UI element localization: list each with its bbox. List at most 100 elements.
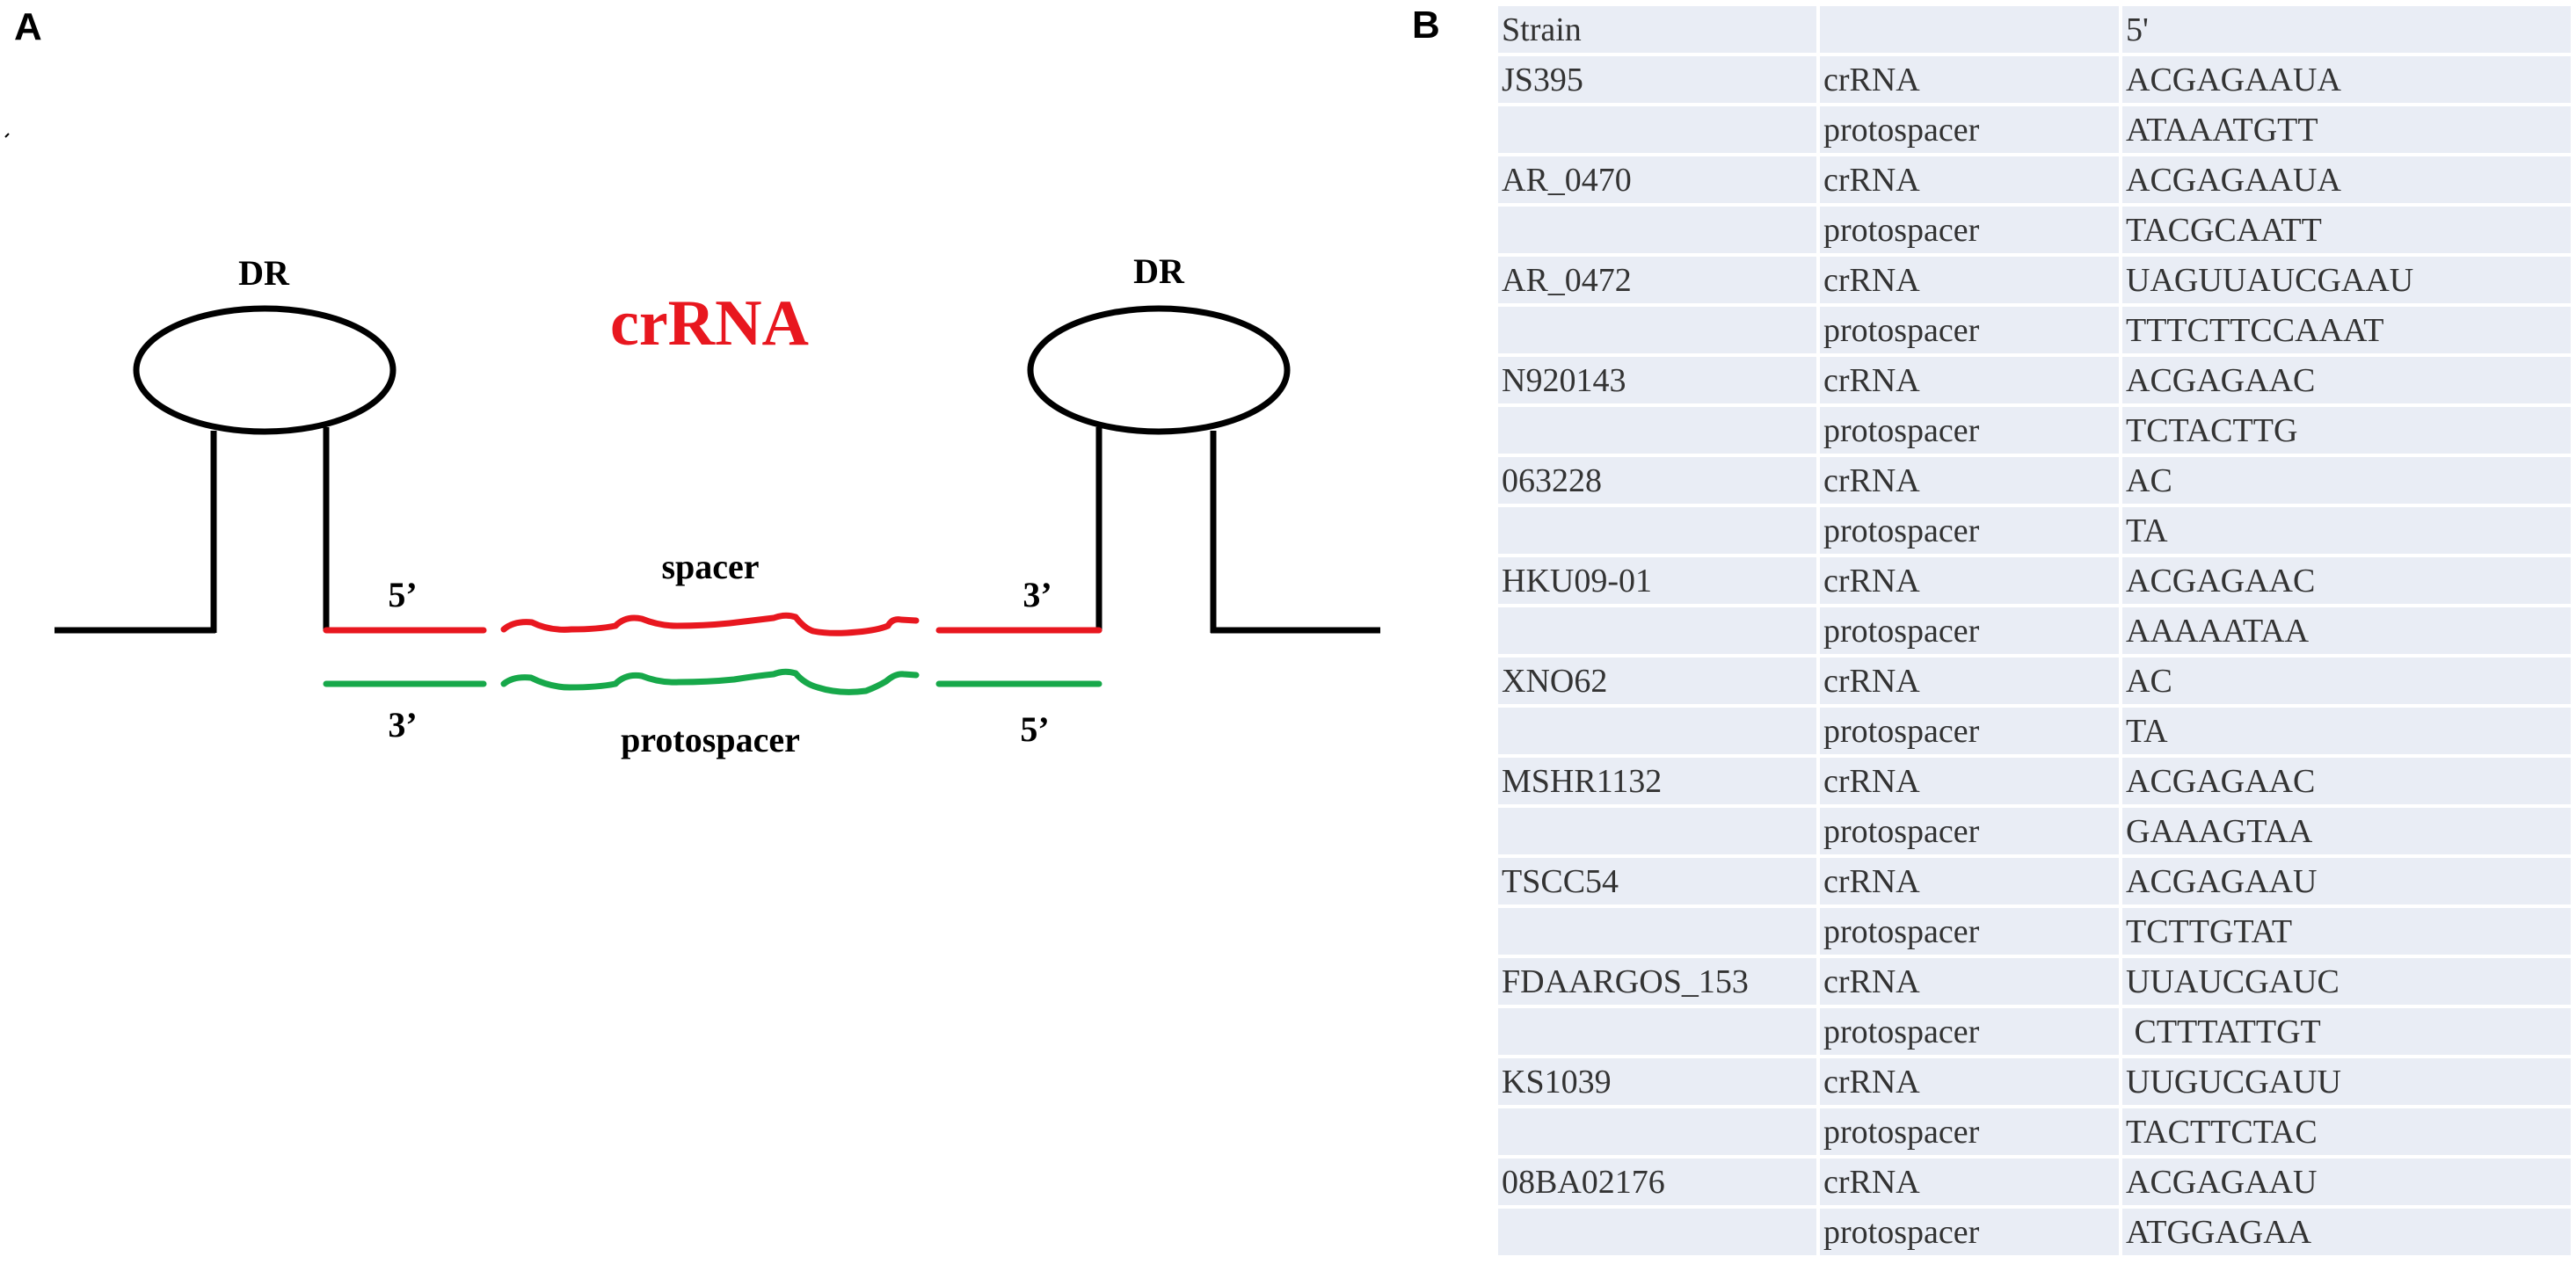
- sequence-cell: ACGAGAAC: [2122, 758, 2571, 804]
- protospacer-wave: [500, 668, 920, 695]
- right-dr-structure: [1027, 305, 1380, 634]
- sequence-cell: CTTTATTGT: [2122, 1008, 2571, 1055]
- dr-right-label: DR: [1133, 251, 1185, 291]
- type-cell: protospacer: [1820, 207, 2119, 253]
- type-cell: protospacer: [1820, 808, 2119, 854]
- type-cell: protospacer: [1820, 607, 2119, 654]
- sequence-cell: ATAAATGTT: [2122, 106, 2571, 153]
- sequence-cell: GAAAGTAA: [2122, 808, 2571, 854]
- sequence-cell: TA: [2122, 507, 2571, 554]
- type-cell: crRNA: [1820, 56, 2119, 103]
- strain-cell: [1498, 1008, 1816, 1055]
- type-cell: protospacer: [1820, 106, 2119, 153]
- type-cell: protospacer: [1820, 908, 2119, 955]
- sequence-cell: UUAUCGAUC: [2122, 958, 2571, 1005]
- type-cell: protospacer: [1820, 1209, 2119, 1255]
- five-prime-bottom-label: 5’: [1020, 709, 1049, 749]
- strain-cell: [1498, 106, 1816, 153]
- strain-cell: FDAARGOS_153: [1498, 958, 1816, 1005]
- sequence-cell: ACGAGAAUA: [2122, 56, 2571, 103]
- table-header-row: Strain 5': [1498, 6, 2571, 53]
- sequence-cell: ACGAGAAC: [2122, 357, 2571, 403]
- type-cell: crRNA: [1820, 1058, 2119, 1105]
- type-cell: crRNA: [1820, 557, 2119, 604]
- stray-mark: [4, 133, 10, 138]
- spacer-label: spacer: [661, 547, 759, 586]
- left-dr-loop: [133, 305, 397, 435]
- type-cell: protospacer: [1820, 507, 2119, 554]
- sequence-cell: TCTACTTG: [2122, 407, 2571, 454]
- type-cell: protospacer: [1820, 1008, 2119, 1055]
- sequence-cell: TACGCAATT: [2122, 207, 2571, 253]
- crispr-diagram: DR DR crRNA spacer protospacer 5’ 3’ 3’ …: [4, 133, 1380, 759]
- strain-cell: [1498, 507, 1816, 554]
- type-cell: crRNA: [1820, 958, 2119, 1005]
- type-cell: crRNA: [1820, 758, 2119, 804]
- type-cell: protospacer: [1820, 307, 2119, 353]
- right-dr-loop: [1027, 305, 1291, 435]
- strain-cell: AR_0470: [1498, 156, 1816, 203]
- strain-cell: MSHR1132: [1498, 758, 1816, 804]
- panel-label-b: B: [1412, 4, 1440, 47]
- three-prime-bottom-label: 3’: [388, 705, 417, 745]
- crrna-spacer-wave: [500, 612, 920, 636]
- strain-cell: [1498, 1108, 1816, 1155]
- sequence-cell: ACGAGAAU: [2122, 1159, 2571, 1205]
- type-cell: crRNA: [1820, 357, 2119, 403]
- header-cell: 5': [2122, 6, 2571, 53]
- sequence-cell: TCTTGTAT: [2122, 908, 2571, 955]
- type-cell: crRNA: [1820, 858, 2119, 904]
- sequence-cell: TTTCTTCCAAAT: [2122, 307, 2571, 353]
- type-cell: crRNA: [1820, 257, 2119, 303]
- strain-cell: 08BA02176: [1498, 1159, 1816, 1205]
- left-dr-structure: [55, 305, 397, 634]
- strain-cell: [1498, 207, 1816, 253]
- sequence-cell: UAGUUAUCGAAU: [2122, 257, 2571, 303]
- type-cell: protospacer: [1820, 708, 2119, 754]
- strain-cell: [1498, 908, 1816, 955]
- sequence-cell: ATGGAGAA: [2122, 1209, 2571, 1255]
- panel-label-a: A: [14, 5, 42, 48]
- strain-cell: JS395: [1498, 56, 1816, 103]
- sequence-cell: ACGAGAAU: [2122, 858, 2571, 904]
- header-cell: [1820, 6, 2119, 53]
- strain-cell: AR_0472: [1498, 257, 1816, 303]
- strain-cell: TSCC54: [1498, 858, 1816, 904]
- protospacer-label: protospacer: [621, 720, 800, 759]
- sequence-cell: ACGAGAAUA: [2122, 156, 2571, 203]
- dr-left-label: DR: [238, 253, 290, 293]
- sequence-cell: AC: [2122, 657, 2571, 704]
- sequence-cell: AAAAATAA: [2122, 607, 2571, 654]
- strain-cell: [1498, 607, 1816, 654]
- strain-cell: [1498, 708, 1816, 754]
- strain-cell: XNO62: [1498, 657, 1816, 704]
- strain-cell: [1498, 1209, 1816, 1255]
- table-row: protospacer CTTTATTGT: [1498, 1008, 2571, 1055]
- strain-cell: [1498, 808, 1816, 854]
- sequence-cell: UUGUCGAUU: [2122, 1058, 2571, 1105]
- type-cell: crRNA: [1820, 657, 2119, 704]
- strain-cell: 063228: [1498, 457, 1816, 504]
- protospacer-strand: [323, 668, 1102, 695]
- type-cell: crRNA: [1820, 156, 2119, 203]
- strain-cell: KS1039: [1498, 1058, 1816, 1105]
